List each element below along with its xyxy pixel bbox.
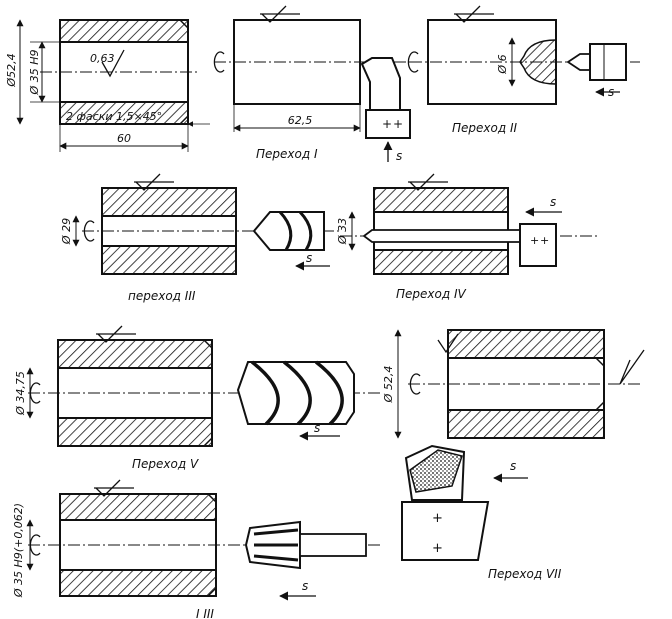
bore4-diameter-label: Ø 33 — [336, 218, 349, 245]
svg-text:+: + — [530, 234, 539, 247]
op2-figure: Ø 6 s Переход II — [407, 5, 640, 135]
svg-text:+: + — [432, 511, 443, 526]
outer-diameter-label: Ø52,4 — [5, 53, 18, 87]
feed-label-op6: s — [302, 579, 308, 593]
feed-label-op7: s — [510, 459, 516, 473]
bore5-diameter-label: Ø 34,75 — [14, 371, 27, 416]
length-label: 60 — [117, 132, 131, 145]
roughness-label: 0,63 — [90, 52, 115, 65]
svg-text:+: + — [382, 117, 392, 131]
drill-diameter-label: Ø 29 — [60, 218, 73, 245]
op3-figure: Ø 29 s переход III — [60, 173, 340, 303]
feed-label-op2: s — [608, 85, 614, 99]
op6-figure: Ø 35 H9(+0,062) s I III — [12, 479, 380, 619]
chamfer-label: 2 фаски 1,5×45° — [66, 110, 162, 123]
op1-label: Переход I — [256, 147, 318, 161]
svg-text:+: + — [540, 234, 549, 247]
turn-length-label: 62,5 — [288, 114, 313, 127]
op7-figure: Ø 52,4 + + s Переход VII — [382, 329, 645, 581]
outer7-diameter-label: Ø 52,4 — [382, 366, 395, 404]
final-diameter-label: Ø 35 H9(+0,062) — [12, 503, 25, 598]
feed-label-op4: s — [550, 195, 556, 209]
feed-label-op3: s — [306, 251, 312, 265]
op3-label: переход III — [128, 289, 196, 303]
op4-figure: Ø 33 + + s Переход IV — [336, 173, 600, 301]
svg-text:+: + — [393, 117, 403, 131]
op7-label: Переход VII — [488, 567, 562, 581]
op5-label: Переход V — [132, 457, 199, 471]
op6-label: I III — [196, 607, 214, 619]
op5-figure: Ø 34,75 s Переход V — [14, 325, 380, 471]
op2-label: Переход II — [452, 121, 518, 135]
feed-label-op5: s — [314, 421, 320, 435]
svg-text:+: + — [432, 541, 443, 556]
bore-diameter-label: Ø 35 H9 — [28, 50, 41, 96]
center-diameter-label: Ø 6 — [496, 54, 509, 74]
feed-label-op1: s — [396, 149, 402, 163]
op1-figure: + + s 62,5 Переход I — [213, 5, 420, 163]
op4-label: Переход IV — [396, 287, 467, 301]
part-blank: 0,63 Ø52,4 Ø 35 H9 2 фаски 1,5×45° 60 — [5, 19, 210, 152]
